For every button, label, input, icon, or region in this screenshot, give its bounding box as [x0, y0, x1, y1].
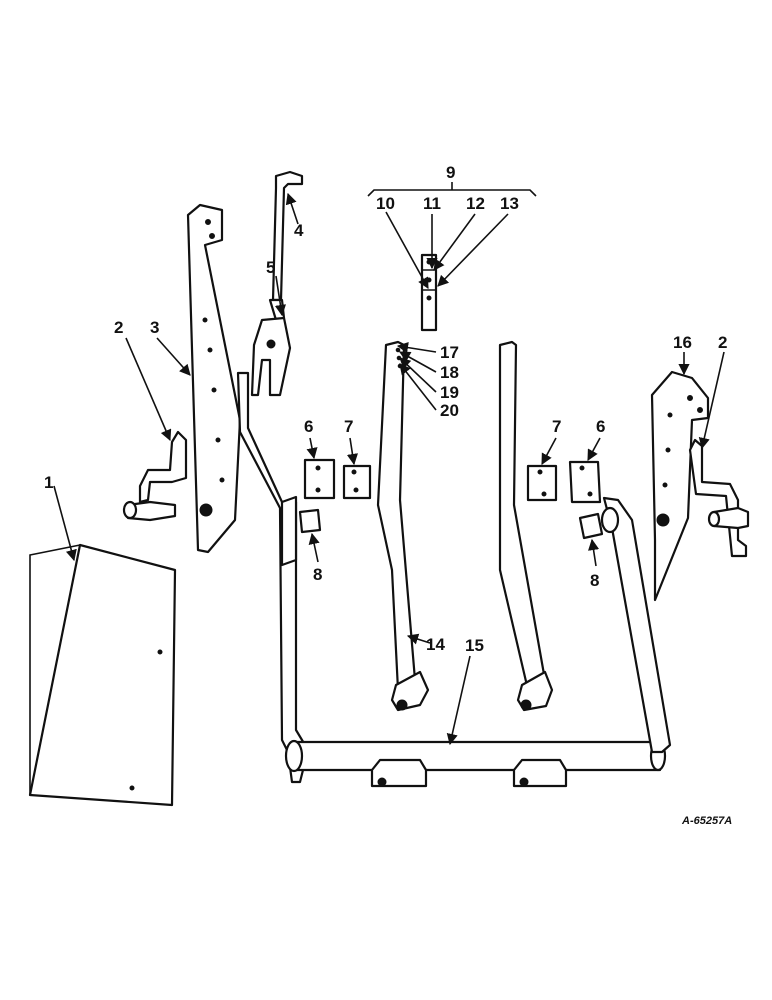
callout-3: 3	[150, 318, 159, 337]
callout-12: 12	[466, 194, 485, 213]
right-frame-arm	[600, 496, 672, 754]
part-6-right-pad	[568, 460, 602, 504]
part-2-right-bracket	[688, 438, 750, 558]
part-2-left-bracket	[122, 430, 188, 522]
part-3-left-side-plate	[186, 203, 242, 554]
part-14-left-lever	[376, 340, 430, 712]
callout-14: 14	[426, 635, 445, 654]
part-4-control-rod	[271, 170, 304, 302]
callout-8-right: 8	[590, 571, 599, 590]
part-7-right-pad	[526, 464, 558, 502]
drawing-number: A-65257A	[681, 815, 732, 827]
callout-6-right: 6	[596, 417, 605, 436]
part-6-left-pad	[303, 458, 336, 500]
callout-11: 11	[423, 194, 441, 213]
callout-2-right: 2	[718, 333, 727, 352]
callout-18: 18	[440, 363, 459, 382]
callout-5: 5	[266, 258, 275, 277]
part-1-cover-panel	[28, 543, 177, 807]
right-lever	[498, 340, 554, 712]
part-8-left-bushing	[298, 508, 322, 534]
callout-16: 16	[673, 333, 692, 352]
callout-17: 17	[440, 343, 459, 362]
callout-9: 9	[446, 163, 455, 182]
callout-15: 15	[465, 636, 484, 655]
callout-19: 19	[440, 383, 459, 402]
part-15-cross-shaft	[284, 739, 667, 788]
callout-labels: 1 2 3 4 5 9 10 11 12 13 17 18 19 20 16 2…	[44, 163, 732, 827]
callout-4: 4	[294, 221, 304, 240]
part-7-left-pad	[342, 464, 372, 500]
callout-13: 13	[500, 194, 519, 213]
callout-7-right: 7	[552, 417, 561, 436]
part-5-clevis	[250, 298, 292, 397]
callout-6-left: 6	[304, 417, 313, 436]
left-frame-arm	[236, 371, 310, 784]
callout-1: 1	[44, 473, 53, 492]
callout-2-left: 2	[114, 318, 123, 337]
leader-lines	[53, 192, 725, 746]
part-8-right-bushing	[578, 512, 604, 540]
callout-10: 10	[376, 194, 395, 213]
callout-20: 20	[440, 401, 459, 420]
callout-8-left: 8	[313, 565, 322, 584]
callout-7-left: 7	[344, 417, 353, 436]
